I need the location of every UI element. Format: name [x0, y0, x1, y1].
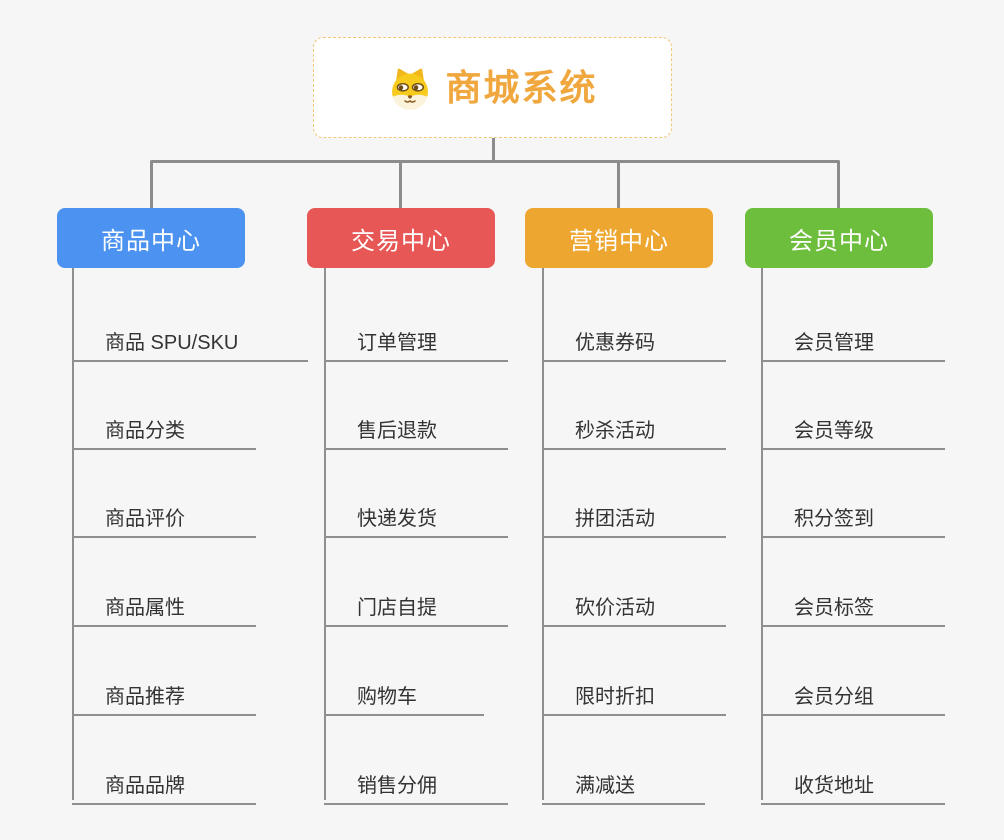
connector-bus [150, 160, 840, 163]
leaf-item[interactable]: 优惠券码 [542, 317, 726, 362]
connector-drop-2 [399, 162, 402, 208]
leaf-item[interactable]: 砍价活动 [542, 582, 726, 627]
leaf-item[interactable]: 收货地址 [761, 760, 945, 805]
branch-label: 交易中心 [351, 227, 451, 255]
leaf-item[interactable]: 限时折扣 [542, 671, 726, 716]
leaf-item[interactable]: 积分签到 [761, 493, 945, 538]
leaf-item[interactable]: 商品品牌 [72, 760, 256, 805]
doge-icon [392, 68, 429, 110]
leaf-item[interactable]: 会员等级 [761, 405, 945, 450]
branch-label: 会员中心 [789, 227, 889, 255]
leaf-item[interactable]: 销售分佣 [324, 760, 508, 805]
connector-spine-4 [761, 268, 763, 800]
leaf-item[interactable]: 秒杀活动 [542, 405, 726, 450]
root-title: 商城系统 [445, 66, 598, 108]
connector-root-stem [492, 138, 495, 163]
leaf-item[interactable]: 满减送 [542, 760, 705, 805]
leaf-item[interactable]: 商品评价 [72, 493, 256, 538]
connector-drop-4 [837, 162, 840, 208]
leaf-item[interactable]: 会员标签 [761, 582, 945, 627]
leaf-item[interactable]: 售后退款 [324, 405, 508, 450]
leaf-item[interactable]: 商品 SPU/SKU [72, 317, 308, 362]
leaf-item[interactable]: 订单管理 [324, 317, 508, 362]
branch-member-center[interactable]: 会员中心 [745, 208, 933, 268]
branch-marketing-center[interactable]: 营销中心 [525, 208, 713, 268]
connector-spine-3 [542, 268, 544, 800]
branch-product-center[interactable]: 商品中心 [57, 208, 245, 268]
connector-spine-2 [324, 268, 326, 800]
branch-trade-center[interactable]: 交易中心 [307, 208, 495, 268]
leaf-item[interactable]: 会员管理 [761, 317, 945, 362]
leaf-item[interactable]: 门店自提 [324, 582, 508, 627]
connector-drop-1 [150, 162, 153, 208]
branch-label: 营销中心 [569, 227, 669, 255]
root-node[interactable]: 商城系统 [313, 37, 672, 138]
leaf-item[interactable]: 会员分组 [761, 671, 945, 716]
connector-spine-1 [72, 268, 74, 800]
leaf-item[interactable]: 购物车 [324, 671, 484, 716]
leaf-item[interactable]: 商品分类 [72, 405, 256, 450]
branch-label: 商品中心 [101, 227, 201, 255]
leaf-item[interactable]: 快递发货 [324, 493, 508, 538]
leaf-item[interactable]: 拼团活动 [542, 493, 726, 538]
leaf-item[interactable]: 商品属性 [72, 582, 256, 627]
leaf-item[interactable]: 商品推荐 [72, 671, 256, 716]
connector-drop-3 [617, 162, 620, 208]
